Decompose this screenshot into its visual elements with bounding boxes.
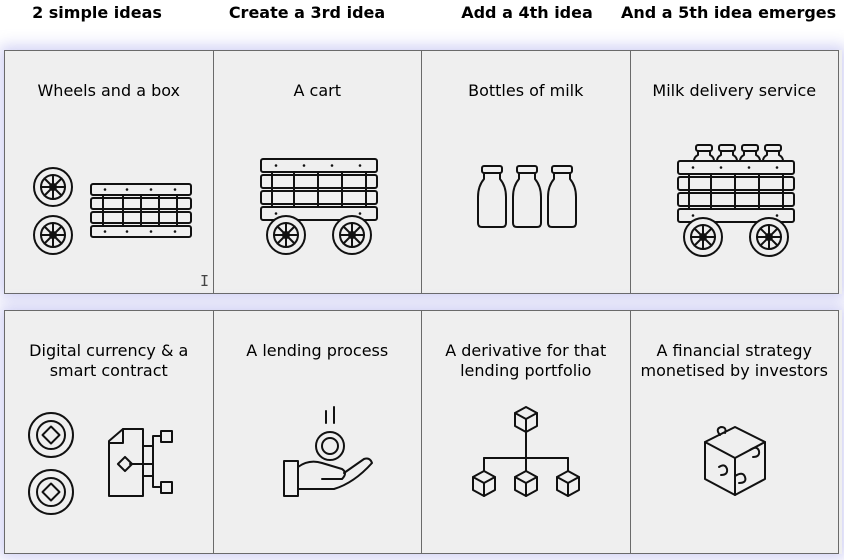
cell-lending-process: A lending process (212, 310, 422, 554)
digital-ideas-row: Digital currency & a smart contract A le… (4, 310, 842, 554)
cell-cart: A cart (212, 50, 422, 294)
column-header-4: And a 5th idea emerges (621, 3, 837, 22)
cell-label: A derivative for that lending portfolio (445, 341, 607, 380)
milk-cart-icon (676, 144, 795, 257)
column-header-2: Create a 3rd idea (228, 3, 386, 22)
cart-icon (259, 158, 378, 255)
cell-milk-delivery: Milk delivery service (629, 50, 839, 294)
cell-label: A cart (293, 81, 341, 100)
cell-financial-strategy: A financial strategy monetised by invest… (629, 310, 839, 554)
column-headers: 2 simple ideas Create a 3rd idea Add a 4… (0, 0, 844, 36)
cell-milk-bottles: Bottles of milk (421, 50, 631, 294)
cell-label: Digital currency & a smart contract (29, 341, 189, 380)
cell-label: Bottles of milk (468, 81, 584, 100)
cell-label: A lending process (246, 341, 389, 360)
cell-wheels-and-box: Wheels and a box (4, 50, 214, 294)
puzzle-cube-icon (703, 426, 766, 496)
cell-label: Wheels and a box (37, 81, 180, 100)
cell-currency-and-contract: Digital currency & a smart contract (4, 310, 214, 554)
coins-and-contract-icon (28, 412, 173, 515)
text-cursor-icon: I (200, 272, 210, 290)
column-header-3: Add a 4th idea (461, 3, 593, 22)
wheels-and-box-icon (33, 167, 192, 255)
milk-bottles-icon (477, 165, 577, 228)
cell-label: A financial strategy monetised by invest… (640, 341, 828, 380)
cell-derivative: A derivative for that lending portfolio (421, 310, 631, 554)
column-header-1: 2 simple ideas (32, 3, 162, 22)
physical-ideas-row: Wheels and a box (4, 50, 842, 294)
cube-hierarchy-icon (472, 406, 580, 497)
coin-in-hand-icon (282, 406, 373, 497)
cell-label: Milk delivery service (652, 81, 817, 100)
